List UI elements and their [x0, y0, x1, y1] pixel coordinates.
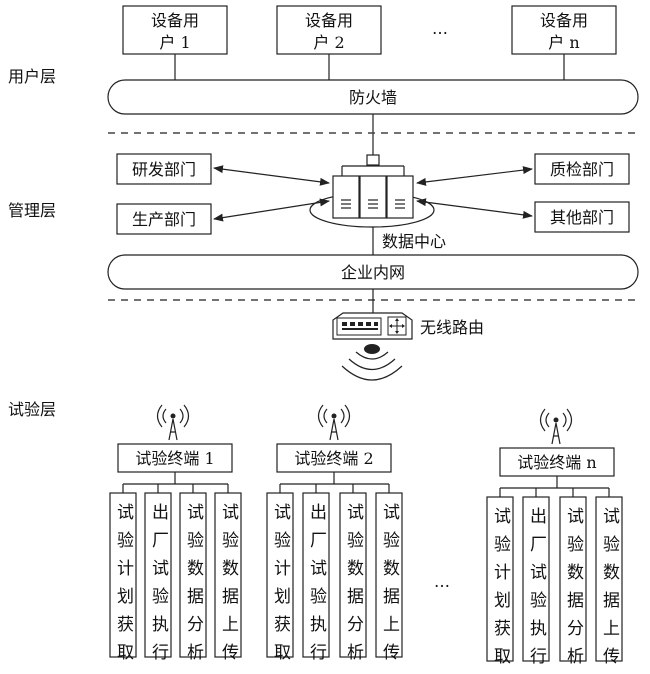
svg-text:生产部门: 生产部门 [132, 210, 196, 229]
ellipsis-terminals: … [434, 572, 450, 591]
department-rd: 研发部门 [116, 153, 212, 185]
data-center-servers-icon [309, 154, 435, 228]
test-terminal-n: 试验终端 n [486, 447, 623, 662]
terminal-1-task-col1: 试验计划获取 [113, 503, 134, 671]
antenna-icon [317, 404, 351, 441]
terminal-1-task-col3: 试验数据分析 [183, 503, 204, 671]
terminal-n-task-col3: 试验数据分析 [563, 507, 584, 674]
terminal-2-task-col2: 出厂试验执行 [306, 503, 327, 671]
terminal-n-task-col2: 出厂试验执行 [526, 507, 547, 674]
device-user-1: 设备用 户 1 [122, 5, 228, 55]
arrow-other [416, 198, 533, 219]
svg-text:试验终端 2: 试验终端 2 [294, 449, 373, 468]
router-label: 无线路由 [420, 318, 484, 337]
svg-text:试验终端 1: 试验终端 1 [135, 449, 214, 468]
department-other: 其他部门 [534, 201, 630, 233]
firewall: 防火墙 [107, 79, 639, 115]
svg-text:户 1: 户 1 [159, 33, 190, 52]
svg-text:试验终端 n: 试验终端 n [517, 453, 596, 472]
svg-text:其他部门: 其他部门 [550, 208, 614, 227]
svg-text:防火墙: 防火墙 [349, 88, 397, 107]
svg-text:设备用: 设备用 [151, 11, 199, 30]
arrow-rd [213, 165, 330, 186]
wireless-router-icon [332, 312, 413, 381]
test-terminal-2: 试验终端 2 [266, 443, 403, 658]
terminal-1-task-col2: 出厂试验执行 [148, 503, 169, 671]
svg-text:研发部门: 研发部门 [132, 160, 196, 179]
arrow-production [213, 198, 330, 222]
svg-text:设备用: 设备用 [305, 11, 353, 30]
svg-text:质检部门: 质检部门 [550, 160, 614, 179]
enterprise-intranet: 企业内网 [107, 254, 639, 290]
arrow-quality [416, 166, 533, 186]
test-terminal-1: 试验终端 1 [109, 443, 242, 658]
antenna-icon [156, 404, 190, 441]
terminal-2-task-col1: 试验计划获取 [270, 503, 291, 671]
terminal-2-task-col3: 试验数据分析 [343, 503, 364, 671]
device-user-2: 设备用 户 2 [276, 5, 382, 55]
svg-text:户 n: 户 n [548, 33, 579, 52]
svg-text:户 2: 户 2 [313, 33, 344, 52]
svg-text:企业内网: 企业内网 [341, 263, 405, 282]
data-center-label: 数据中心 [382, 232, 446, 251]
terminal-2-task-col4: 试验数据上传 [379, 503, 400, 671]
terminal-1-task-col4: 试验数据上传 [218, 503, 239, 671]
device-user-n: 设备用 户 n [511, 5, 617, 55]
svg-text:设备用: 设备用 [540, 11, 588, 30]
terminal-n-task-col4: 试验数据上传 [599, 507, 620, 674]
layer-label-test: 试验层 [8, 400, 56, 419]
antenna-icon [539, 408, 573, 445]
ellipsis-users: … [432, 19, 448, 38]
department-production: 生产部门 [116, 203, 212, 235]
layer-label-user: 用户层 [8, 67, 56, 86]
department-quality: 质检部门 [534, 153, 630, 185]
layer-label-management: 管理层 [8, 201, 56, 220]
terminal-n-task-col1: 试验计划获取 [490, 507, 511, 674]
